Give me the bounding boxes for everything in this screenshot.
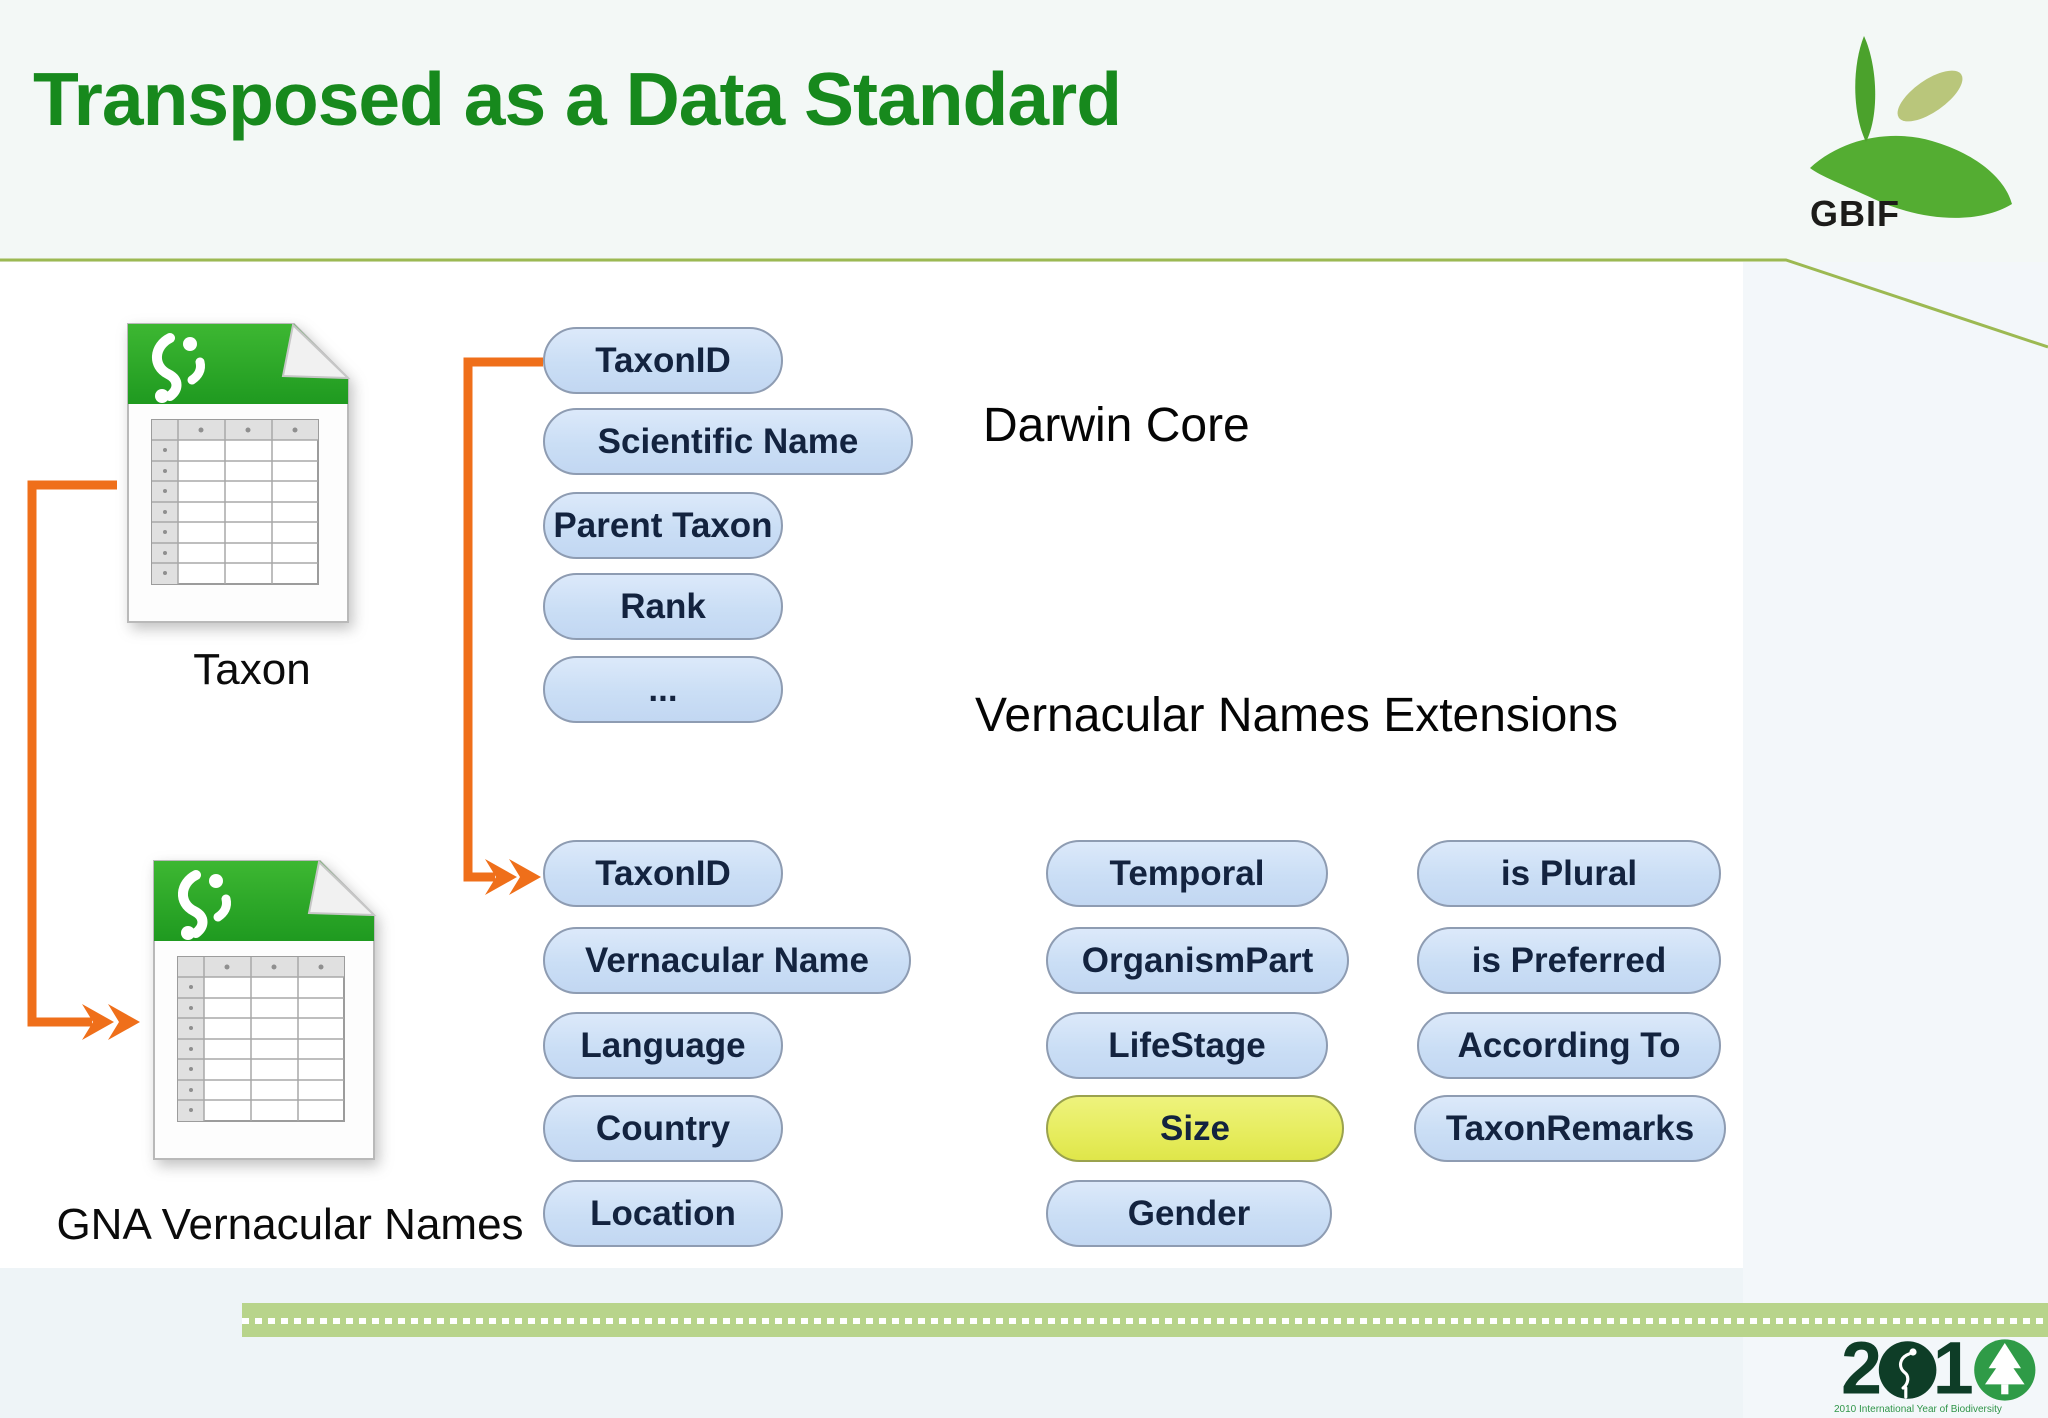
gbif-tall-leaf-icon: [1855, 36, 1876, 142]
gna-spreadsheet-file-icon: [153, 860, 377, 1160]
footer-bar-dotted-line: [242, 1318, 2048, 1324]
pill-core-rank: Rank: [543, 573, 783, 640]
iyb-digit-2: 2: [1841, 1334, 1882, 1406]
pill-core-more: ...: [543, 656, 783, 723]
iyb-2010-logo: 2 1: [1841, 1334, 2036, 1406]
gbif-olive-leaf-icon: [1897, 70, 1963, 122]
pill-ext-language: Language: [543, 1012, 783, 1079]
folded-corner: [307, 860, 377, 917]
right-background-band: [1743, 262, 2048, 1418]
pill-ext-lifestage: LifeStage: [1046, 1012, 1328, 1079]
pill-core-taxonid: TaxonID: [543, 327, 783, 394]
darwin-core-label: Darwin Core: [983, 399, 1250, 452]
iyb-logo-caption: 2010 International Year of Biodiversity: [1834, 1404, 2002, 1415]
numbers-glyph-icon: [152, 333, 205, 403]
iyb-digit-1: 1: [1933, 1334, 1974, 1406]
pill-ext-taxonremarks: TaxonRemarks: [1414, 1095, 1726, 1162]
gbif-logo-text: GBIF: [1810, 193, 1900, 234]
folded-corner: [281, 323, 351, 380]
bottom-background-band: [0, 1268, 1743, 1418]
pill-ext-gender: Gender: [1046, 1180, 1332, 1247]
footer-bar: [242, 1303, 2048, 1337]
pill-ext-temporal: Temporal: [1046, 840, 1328, 907]
pill-ext-location: Location: [543, 1180, 783, 1247]
pill-core-parent-taxon: Parent Taxon: [543, 492, 783, 559]
taxon-spreadsheet-file-icon: [127, 323, 351, 623]
gna-file-label: GNA Vernacular Names: [56, 1200, 524, 1249]
pill-ext-country: Country: [543, 1095, 783, 1162]
slide-title: Transposed as a Data Standard: [33, 57, 1122, 141]
numbers-glyph-icon: [178, 870, 231, 940]
gbif-swoosh-leaf-icon: [1810, 135, 2012, 218]
pill-ext-is-preferred: is Preferred: [1417, 927, 1721, 994]
gbif-logo: GBIF: [1810, 36, 2012, 234]
spreadsheet-grid: [177, 956, 345, 1122]
pill-ext-is-plural: is Plural: [1417, 840, 1721, 907]
pill-ext-organismpart: OrganismPart: [1046, 927, 1349, 994]
vernacular-extensions-label: Vernacular Names Extensions: [975, 689, 1618, 742]
pill-ext-size-highlighted: Size: [1046, 1095, 1344, 1162]
taxon-file-label: Taxon: [193, 645, 311, 694]
pill-ext-vernacular-name: Vernacular Name: [543, 927, 911, 994]
iyb-zero-flamingo-icon: [1878, 1341, 1937, 1399]
iyb-zero-tree-icon: [1974, 1339, 2036, 1401]
pill-ext-according-to: According To: [1417, 1012, 1721, 1079]
pill-ext-taxonid: TaxonID: [543, 840, 783, 907]
pill-core-scientific-name: Scientific Name: [543, 408, 913, 475]
spreadsheet-grid: [151, 419, 319, 585]
